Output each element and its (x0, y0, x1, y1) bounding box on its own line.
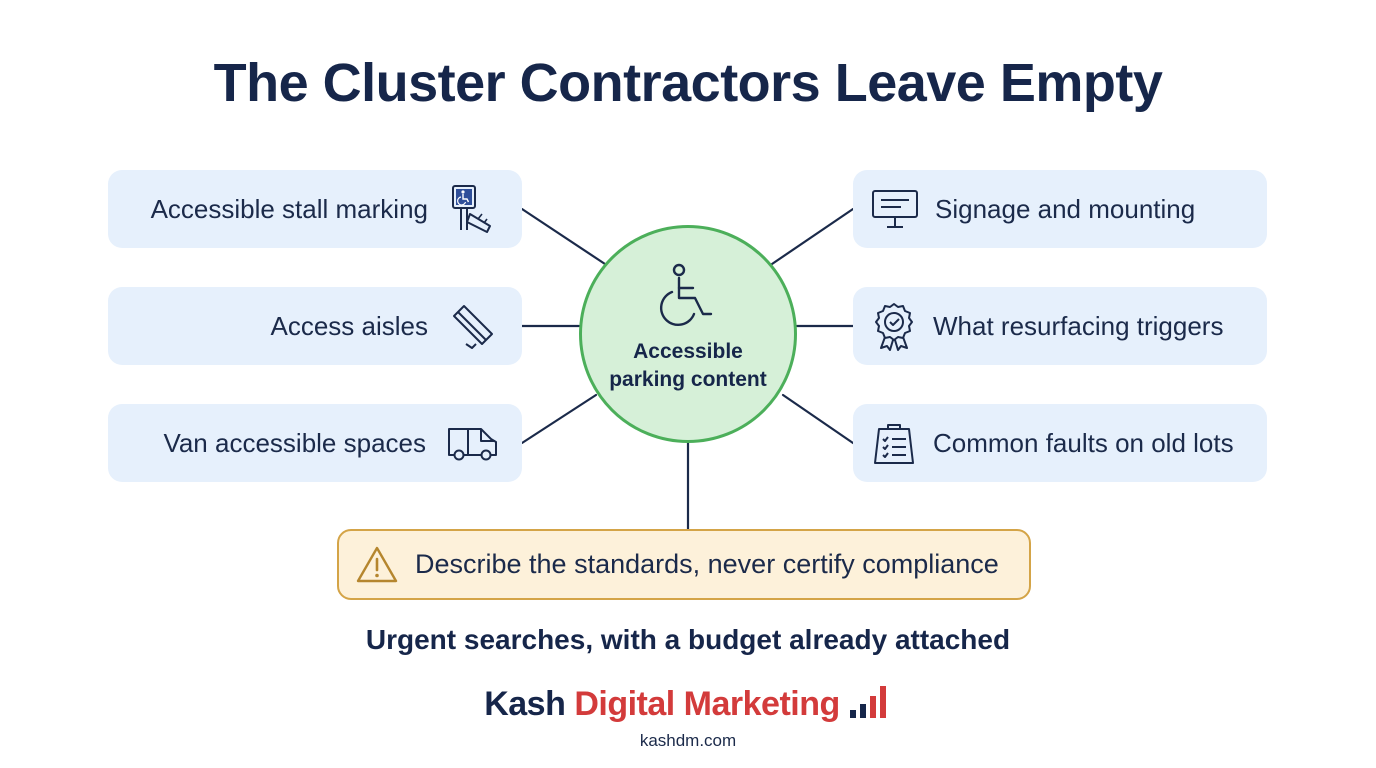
card-access-aisles: Access aisles (108, 287, 522, 365)
card-what-resurfacing-triggers: What resurfacing triggers (853, 287, 1267, 365)
van-icon (448, 428, 497, 461)
warning-label: Describe the standards, never certify co… (415, 549, 999, 579)
brand-name-digital-marketing: Digital Marketing (574, 685, 840, 723)
card-label: Signage and mounting (935, 193, 1196, 224)
card-label: What resurfacing triggers (933, 310, 1224, 341)
connector-right-bottom (781, 393, 855, 445)
checklist-icon (874, 424, 914, 464)
connector-left-top (520, 207, 607, 266)
warning-triangle-icon (356, 546, 398, 582)
accessible-sign-icon (452, 185, 491, 233)
connector-right-top (770, 207, 855, 266)
card-label: Access aisles (270, 310, 429, 341)
hub-label: Accessible parking content (609, 340, 767, 391)
aisle-stripes-icon (453, 305, 493, 349)
brand-logo: Kash Digital Marketing (0, 684, 1376, 724)
page-title: The Cluster Contractors Leave Empty (213, 53, 1163, 113)
card-label: Van accessible spaces (163, 427, 426, 458)
card-van-accessible-spaces: Van accessible spaces (108, 404, 522, 482)
card-label: Common faults on old lots (933, 427, 1234, 458)
brand-name-kash: Kash (484, 685, 566, 723)
hub-circle: Accessible parking content (579, 225, 797, 443)
card-accessible-stall-marking: Accessible stall marking (108, 170, 522, 248)
tagline: Urgent searches, with a budget already a… (365, 624, 1011, 655)
brand-domain: kashdm.com (639, 731, 737, 750)
sign-board-icon (872, 190, 918, 228)
card-signage-and-mounting: Signage and mounting (853, 170, 1267, 248)
card-common-faults-on-old-lots: Common faults on old lots (853, 404, 1267, 482)
wheelchair-icon (659, 263, 713, 327)
warning-box: Describe the standards, never certify co… (337, 529, 1031, 600)
bar-chart-icon (849, 686, 886, 718)
award-badge-icon (875, 303, 913, 351)
connector-left-bottom (520, 393, 598, 445)
card-label: Accessible stall marking (150, 193, 428, 224)
